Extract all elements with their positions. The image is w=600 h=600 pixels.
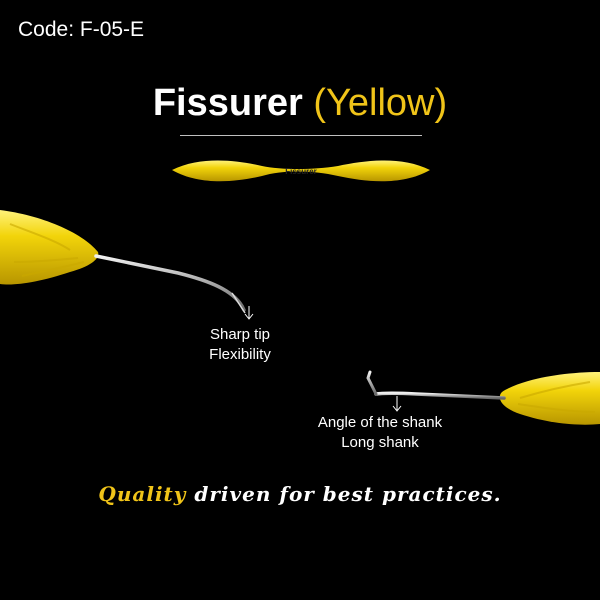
- annotation-tip-line-2: Flexibility: [209, 346, 271, 363]
- tagline: Quality driven for best practices.: [0, 482, 600, 506]
- left-handle-closeup: [0, 210, 246, 314]
- product-code: Code: F-05-E: [18, 18, 145, 41]
- tagline-rest: driven for best practices.: [194, 482, 502, 506]
- annotation-shank-line-1: Angle of the shank: [317, 414, 443, 431]
- annotation-tip: Sharp tip Flexibility: [180, 325, 300, 365]
- right-handle-closeup: [366, 370, 600, 425]
- instrument-handle-thumbnail: Fissurer: [172, 160, 430, 182]
- tagline-highlight: Quality: [98, 482, 187, 506]
- title-divider: [180, 135, 422, 136]
- annotation-shank-line-2: Long shank: [341, 434, 419, 451]
- annotation-tip-line-1: Sharp tip: [209, 326, 271, 343]
- product-title: Fissurer (Yellow): [0, 82, 600, 125]
- tip-pointer-arrow: [244, 313, 254, 320]
- product-title-color: (Yellow): [313, 82, 448, 124]
- annotation-shank: Angle of the shank Long shank: [290, 413, 470, 453]
- handle-label: Fissurer: [285, 167, 317, 176]
- product-title-main: Fissurer: [152, 82, 303, 124]
- shank-pointer-arrow: [392, 405, 402, 412]
